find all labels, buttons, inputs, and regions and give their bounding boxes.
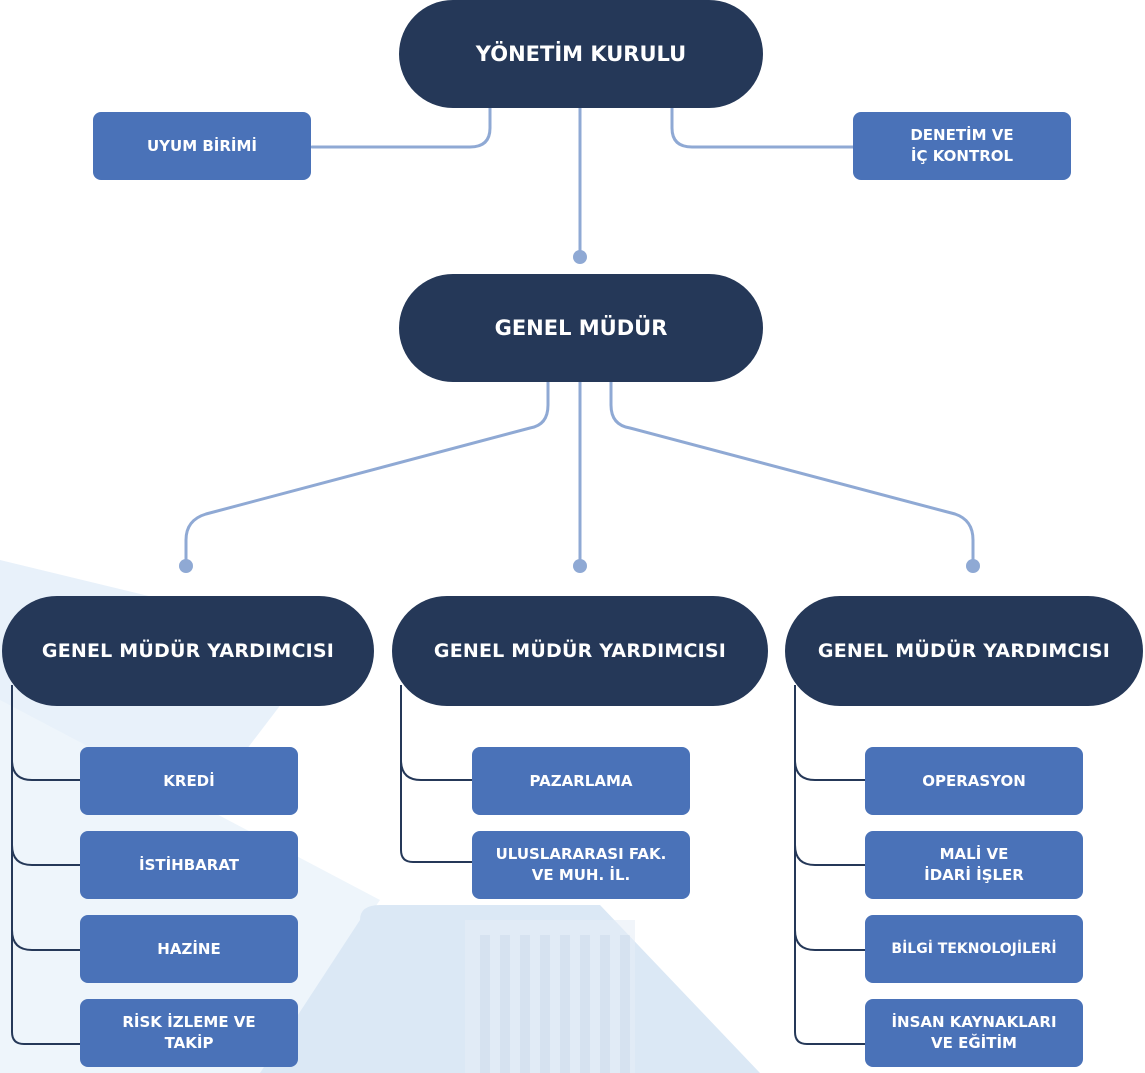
vp1-branch — [11, 759, 80, 781]
vp3-branch — [794, 929, 865, 951]
connector-dot-gm — [573, 250, 587, 264]
unit-label: MALİ VE — [939, 845, 1009, 863]
unit-label: VE EĞİTİM — [931, 1034, 1017, 1052]
vp3-branch — [794, 759, 865, 781]
vp1-branch — [11, 844, 80, 866]
unit-box-risk-izleme: RİSK İZLEME VE TAKİP — [80, 999, 298, 1067]
unit-label: RİSK İZLEME VE — [122, 1013, 256, 1031]
vp1-bracket — [11, 685, 80, 1045]
audit-label-line: DENETİM VE — [910, 126, 1014, 144]
connector-dot-vp2 — [573, 559, 587, 573]
audit-unit-box: DENETİM VE İÇ KONTROL — [853, 112, 1071, 180]
vp3-bracket — [794, 685, 865, 1045]
vp2-bracket — [400, 685, 472, 863]
vp1-branch — [11, 929, 80, 951]
unit-label: TAKİP — [164, 1034, 214, 1052]
unit-box-hazine: HAZİNE — [80, 915, 298, 983]
connector-board-compliance — [310, 106, 492, 149]
vp-node: GENEL MÜDÜR YARDIMCISI — [2, 596, 374, 706]
connector-gm-vp1 — [184, 380, 550, 568]
unit-label: HAZİNE — [157, 939, 221, 958]
building-image — [465, 920, 635, 1073]
unit-label: OPERASYON — [922, 771, 1026, 790]
unit-label: İNSAN KAYNAKLARI — [891, 1013, 1057, 1031]
unit-box-operasyon: OPERASYON — [865, 747, 1083, 815]
compliance-label: UYUM BİRİMİ — [146, 136, 258, 155]
board-label: YÖNETİM KURULU — [475, 42, 687, 66]
connector-gm-vp3 — [609, 380, 975, 568]
general-manager-label: GENEL MÜDÜR — [494, 316, 668, 340]
unit-label: İSTİHBARAT — [138, 855, 240, 874]
unit-label: BİLGİ TEKNOLOJİLERİ — [891, 940, 1057, 957]
board-node: YÖNETİM KURULU — [399, 0, 763, 108]
unit-label: KREDİ — [163, 771, 215, 790]
unit-box-istihbarat: İSTİHBARAT — [80, 831, 298, 899]
unit-box-bilgi-teknolojileri: BİLGİ TEKNOLOJİLERİ — [865, 915, 1083, 983]
unit-box-uluslararasi: ULUSLARARASI FAK. VE MUH. İL. — [472, 831, 690, 899]
vp-node: GENEL MÜDÜR YARDIMCISI — [785, 596, 1143, 706]
unit-box-kredi: KREDİ — [80, 747, 298, 815]
vp2-branch — [400, 759, 472, 781]
unit-box-mali-idari: MALİ VE İDARİ İŞLER — [865, 831, 1083, 899]
connector-dot-vp1 — [179, 559, 193, 573]
vp3-branch — [794, 844, 865, 866]
unit-label: ULUSLARARASI FAK. — [495, 845, 667, 863]
audit-label-line: İÇ KONTROL — [910, 147, 1014, 165]
general-manager-node: GENEL MÜDÜR — [399, 274, 763, 382]
vp-label: GENEL MÜDÜR YARDIMCISI — [817, 640, 1111, 662]
unit-label: İDARİ İŞLER — [924, 866, 1024, 884]
unit-label: PAZARLAMA — [529, 771, 633, 790]
compliance-unit-box: UYUM BİRİMİ — [93, 112, 311, 180]
vp-label: GENEL MÜDÜR YARDIMCISI — [41, 640, 335, 662]
unit-label: VE MUH. İL. — [531, 866, 631, 884]
vp-label: GENEL MÜDÜR YARDIMCISI — [433, 640, 727, 662]
unit-box-pazarlama: PAZARLAMA — [472, 747, 690, 815]
unit-box-insan-kaynaklari: İNSAN KAYNAKLARI VE EĞİTİM — [865, 999, 1083, 1067]
vp-node: GENEL MÜDÜR YARDIMCISI — [392, 596, 768, 706]
connector-dot-vp3 — [966, 559, 980, 573]
connector-board-audit — [670, 106, 855, 149]
